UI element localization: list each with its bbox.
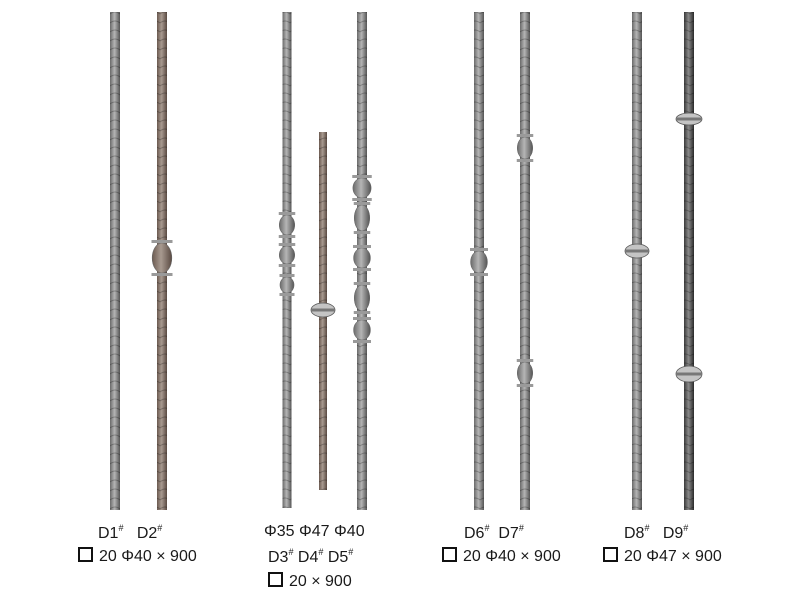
spec-text: 20 Φ40 × 900	[99, 548, 197, 565]
model-label: D1	[98, 525, 119, 542]
mark: #	[484, 523, 490, 533]
ring-band	[625, 249, 649, 253]
ring-band	[676, 117, 702, 121]
collar	[353, 340, 371, 343]
collar	[353, 317, 371, 320]
collar	[470, 248, 488, 251]
bulb-ornament	[278, 214, 295, 236]
spec-text: 20 Φ47 × 900	[624, 548, 722, 565]
mark: #	[348, 547, 354, 557]
bulb-ornament	[516, 361, 533, 385]
collar	[151, 273, 173, 276]
model-label: D3	[268, 549, 289, 566]
group-2-models: D3# D4# D5#	[268, 547, 353, 567]
diameter-label: Φ35	[264, 523, 295, 540]
collar	[278, 212, 296, 215]
bar-texture	[520, 12, 530, 510]
baluster-photos	[110, 12, 703, 510]
collar	[353, 231, 371, 234]
collar	[352, 198, 372, 201]
model-label: D2	[136, 525, 158, 542]
bulb-ornament	[279, 276, 295, 294]
group-4-spec: 20 Φ47 × 900	[603, 547, 722, 566]
group-1-spec: 20 Φ40 × 900	[78, 547, 197, 566]
collar	[353, 282, 371, 285]
group-1-models: D1# D2#	[98, 523, 162, 543]
group-3-spec: 20 Φ40 × 900	[442, 547, 561, 566]
bar-texture	[684, 12, 694, 510]
collar	[516, 134, 534, 137]
model-label: D8	[624, 525, 645, 542]
model-label: D4	[297, 549, 319, 566]
model-label: D7	[498, 525, 519, 542]
collar	[516, 384, 534, 387]
bulb-ornament	[353, 204, 370, 232]
collar	[353, 202, 371, 205]
group-2-diameters: Φ35 Φ47 Φ40	[264, 523, 365, 541]
square-section-icon	[78, 547, 93, 562]
ring-band	[311, 308, 335, 312]
square-section-icon	[603, 547, 618, 562]
spec-text: 20 Φ40 × 900	[463, 548, 561, 565]
group-4-models: D8# D9#	[624, 523, 688, 543]
bulb-ornament	[516, 136, 533, 160]
collar	[279, 274, 295, 277]
mark: #	[157, 523, 163, 533]
mark: #	[118, 523, 124, 533]
square-section-icon	[442, 547, 457, 562]
collar	[470, 273, 488, 276]
model-label: D5	[327, 549, 349, 566]
mark: #	[288, 547, 294, 557]
collar	[353, 311, 371, 314]
mark: #	[644, 523, 650, 533]
bar-texture	[632, 12, 642, 510]
bulb-ornament	[278, 245, 295, 265]
square-section-icon	[268, 572, 283, 587]
model-label: D9	[662, 525, 684, 542]
bar-texture	[110, 12, 120, 510]
collar	[278, 264, 296, 267]
diameter-label: Φ40	[334, 523, 365, 540]
collar	[278, 243, 296, 246]
collar	[279, 293, 295, 296]
collar	[516, 159, 534, 162]
mark: #	[518, 523, 524, 533]
collar	[278, 235, 296, 238]
bulb-ornament	[470, 250, 488, 274]
collar	[352, 175, 372, 178]
collar	[353, 245, 371, 248]
diameter-label: Φ47	[299, 523, 330, 540]
collar	[353, 268, 371, 271]
bulb-ornament	[353, 319, 371, 341]
mark: #	[318, 547, 324, 557]
bulb-ornament	[353, 247, 371, 269]
bulb-ornament	[353, 284, 370, 312]
spec-text: 20 × 900	[289, 573, 352, 590]
bulb-ornament	[352, 177, 372, 199]
mark: #	[683, 523, 689, 533]
group-2-spec: 20 × 900	[268, 572, 352, 591]
bulb-ornament	[151, 242, 173, 274]
model-label: D6	[464, 525, 485, 542]
collar	[516, 359, 534, 362]
group-3-models: D6# D7#	[464, 523, 524, 543]
collar	[151, 240, 173, 243]
ring-band	[676, 372, 702, 376]
